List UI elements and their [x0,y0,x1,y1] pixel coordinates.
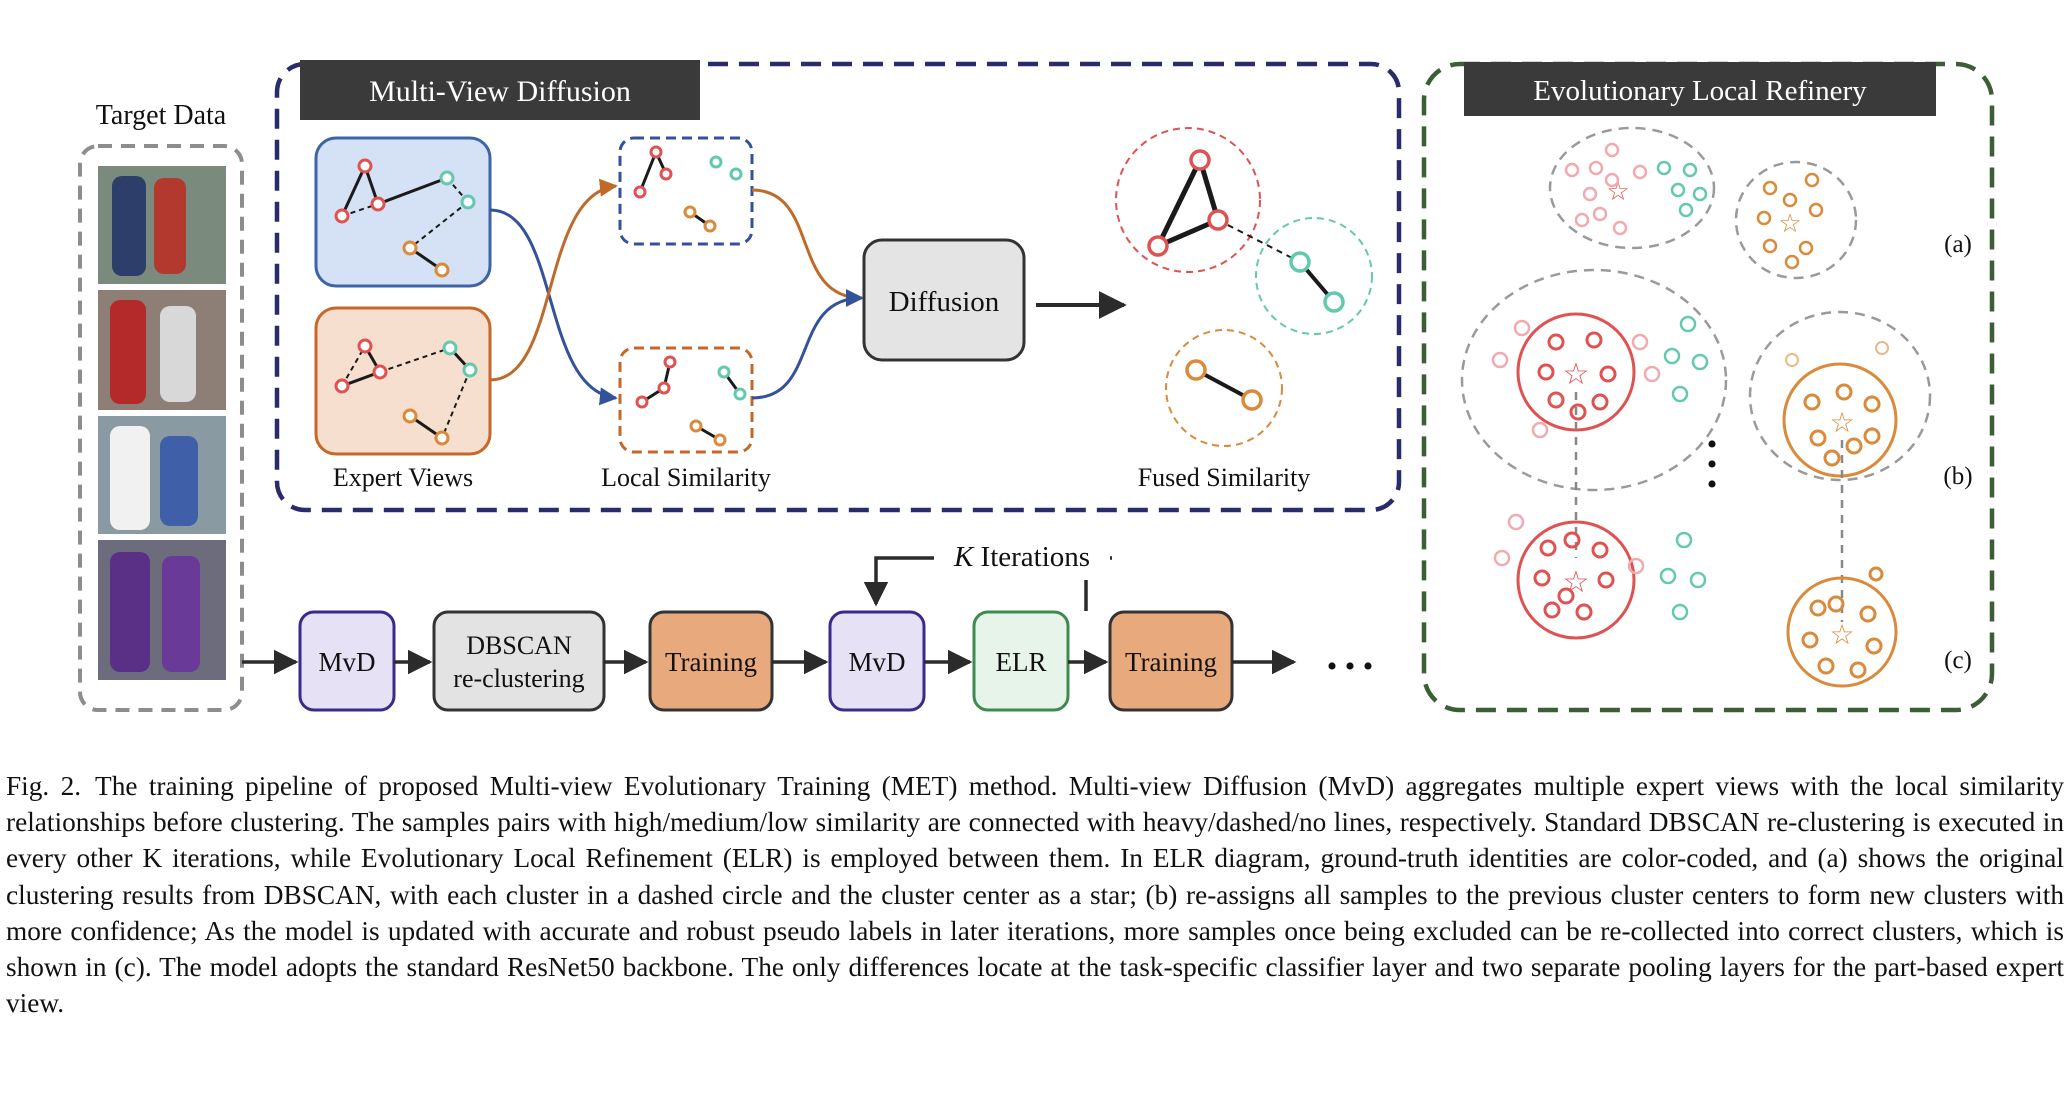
elr-label-a: (a) [1944,231,1972,258]
pipeline-mvd-label-1: MvD [318,647,375,677]
fused-similarity-label: Fused Similarity [1138,463,1311,492]
arrow-local-to-diffusion-blue [751,289,864,400]
elr-row-b: ☆ ☆ [1460,268,1932,492]
elr-vertical-dots: ••• [1707,428,1718,501]
expert-views-label: Expert Views [333,463,473,492]
diffusion-label: Diffusion [889,286,1000,318]
local-similarity-orange-graph [635,355,747,447]
pipeline-dbscan-line1: DBSCAN [466,631,572,660]
pipeline-training-label-1: Training [665,647,757,677]
target-data-frame [78,144,244,712]
fused-similarity-graph [1115,127,1373,447]
caption-text: The training pipeline of proposed Multi-… [6,771,2064,1019]
person-image-strip [98,166,226,680]
pipeline-dbscan-box [432,610,606,712]
met-pipeline-figure: Target Data Multi-View Diffusion [78,60,1995,713]
svg-text:☆: ☆ [1563,358,1590,391]
elr-panel-frame [1421,61,1995,713]
k-variable: K [953,541,975,573]
elr-label-b: (b) [1943,463,1972,490]
k-iterations-loop [863,536,1112,611]
mvd-panel-frame [274,61,1402,513]
svg-text:☆: ☆ [1829,620,1854,651]
k-iterations-label: K Iterations [953,541,1090,573]
arrow-local-to-diffusion-orange [751,188,864,307]
svg-text:☆: ☆ [1778,209,1801,238]
figure-caption: Fig. 2.The training pipeline of proposed… [6,768,2064,1021]
local-similarity-label: Local Similarity [601,463,771,492]
mvd-panel-title-bar [300,60,700,120]
target-data-label: Target Data [96,100,227,131]
pipeline-training-label-2: Training [1125,647,1217,677]
svg-text:☆: ☆ [1563,566,1590,599]
expert-view-orange-graph [334,338,478,446]
arrow-orange-to-local [489,178,618,382]
elr-label-c: (c) [1944,647,1972,674]
expert-view-blue-graph [334,158,476,278]
pipeline-elr-label: ELR [996,647,1047,677]
caption-label: Fig. 2. [6,771,82,801]
svg-text:☆: ☆ [1606,177,1629,206]
mvd-panel-title: Multi-View Diffusion [369,75,631,108]
pipeline-mvd-label-2: MvD [848,647,905,677]
arrow-blue-to-local [489,208,618,406]
elr-row-a: ☆ ☆ [1548,126,1858,280]
elr-panel-title-bar [1464,62,1936,116]
local-similarity-blue-graph [633,145,743,233]
pipeline-dbscan-line2: re-clustering [453,664,584,693]
elr-row-c: ☆ ☆ [1493,513,1898,688]
pipeline-ellipsis: • • • [1327,650,1374,683]
iterations-word: Iterations [973,541,1090,573]
diffusion-box [862,238,1026,362]
local-similarity-orange [618,346,754,454]
elr-panel-title: Evolutionary Local Refinery [1533,75,1867,107]
svg-text:☆: ☆ [1829,408,1854,439]
